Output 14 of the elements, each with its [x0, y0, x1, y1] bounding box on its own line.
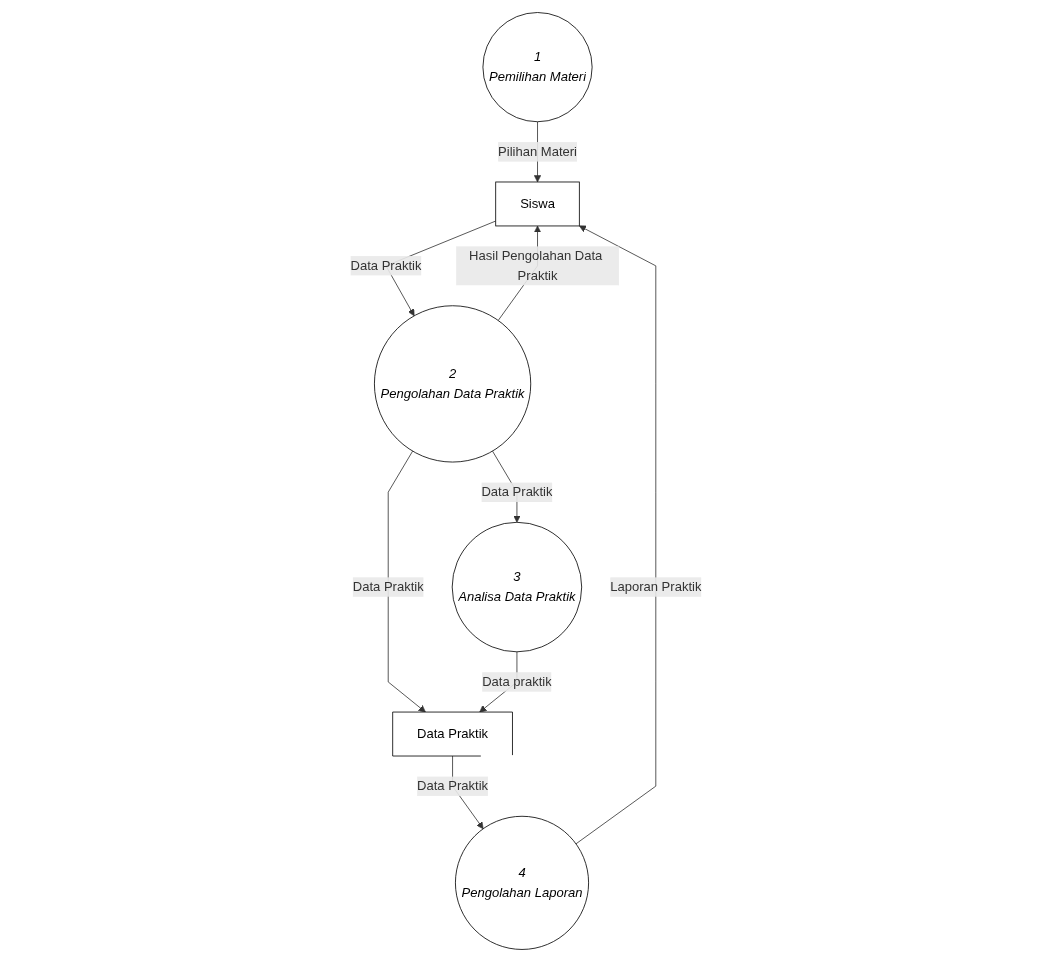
edge-label: Hasil Pengolahan Data Praktik — [469, 248, 603, 282]
node-circle: 1 Pemilihan Materi — [482, 11, 593, 122]
edge-label: Data praktik — [482, 674, 552, 688]
node-box: Siswa — [495, 181, 580, 226]
node-circle: 4 Pengolahan Laporan — [455, 815, 590, 950]
edge-label: Pilihan Materi — [498, 144, 578, 158]
node-circle: 3 Analisa Data Praktik — [451, 521, 583, 652]
node-box: Data Praktik — [392, 711, 513, 756]
edge-label: Data Praktik — [481, 484, 553, 499]
edge-label: Data Praktik — [350, 258, 422, 272]
node-circle: 2 Pengolahan Data Praktik — [374, 304, 532, 462]
edge-label: Data Praktik — [417, 778, 489, 793]
edge-label: Data Praktik — [352, 579, 424, 594]
edge-label: Laporan Praktik — [610, 579, 702, 594]
